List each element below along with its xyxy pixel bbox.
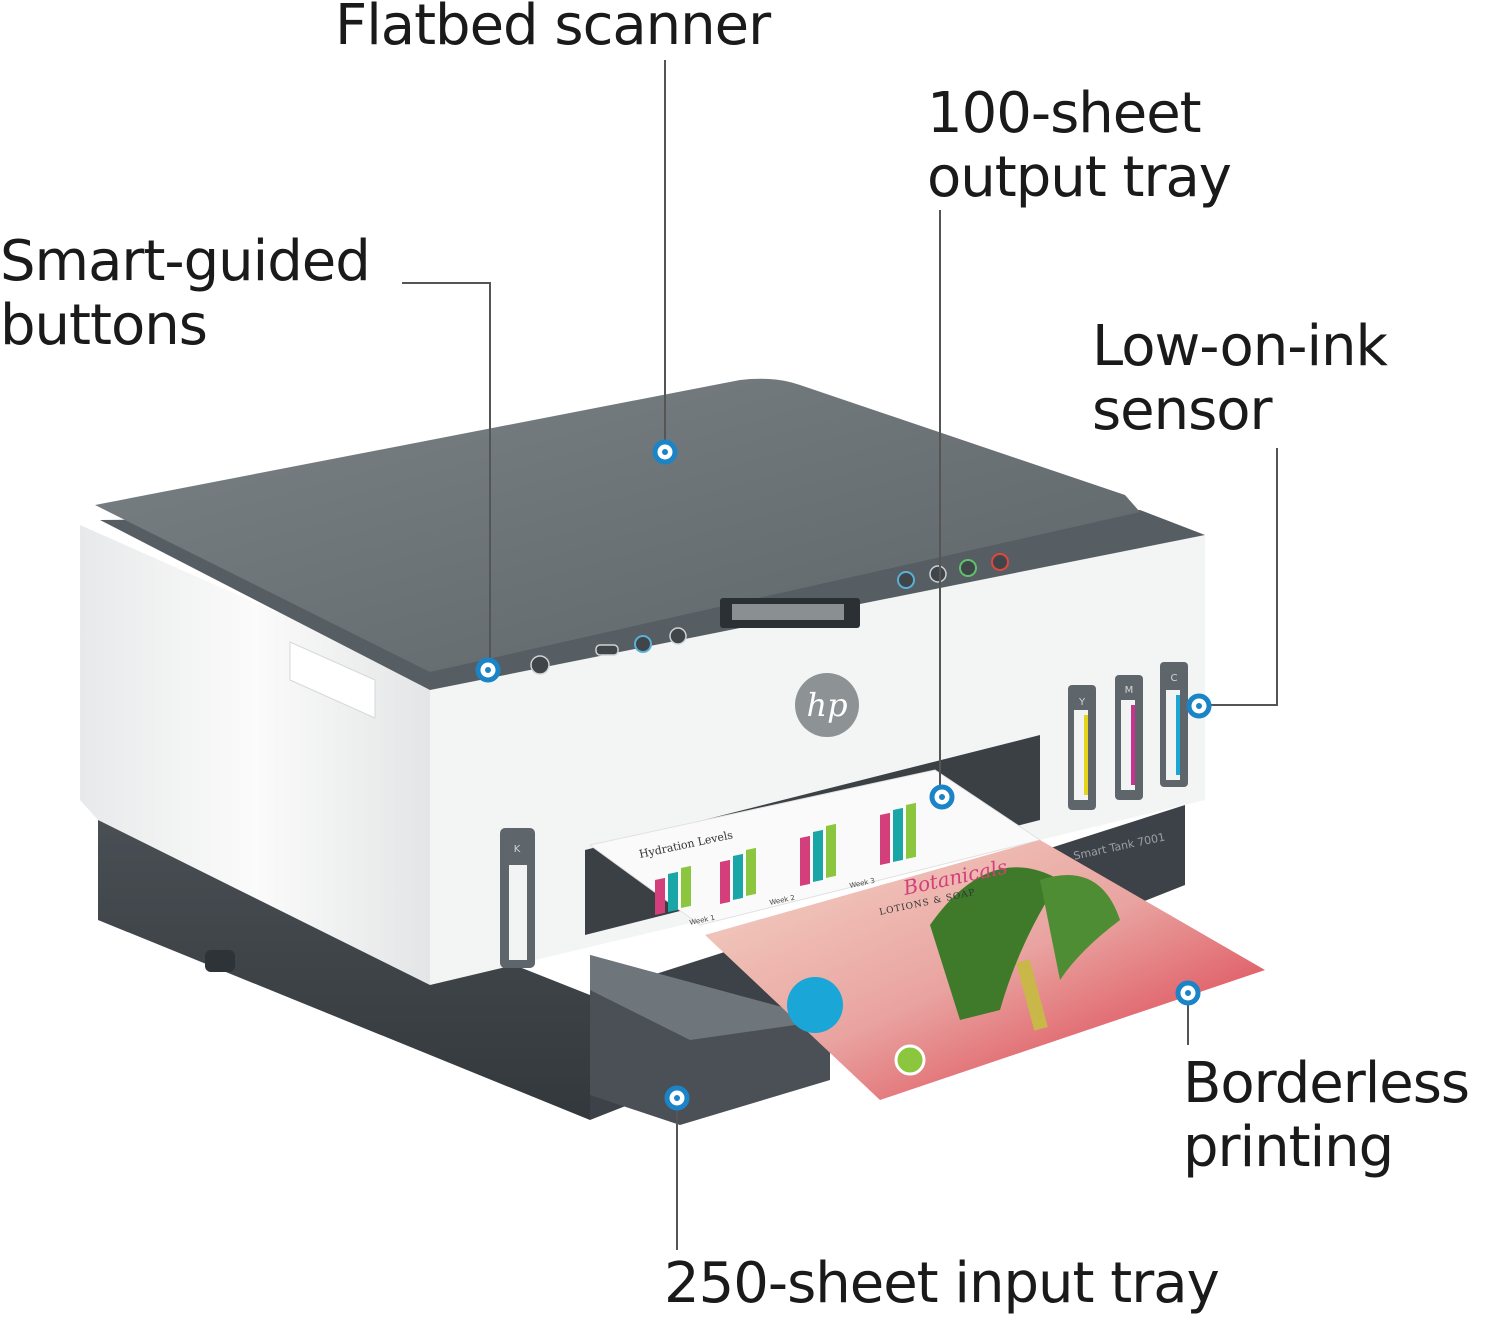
- callout-output-tray-line-1: 100-sheet: [927, 81, 1202, 146]
- marker-flatbed-dot: [662, 449, 668, 455]
- svg-text:hp: hp: [806, 686, 847, 724]
- hp-logo: hp: [795, 673, 859, 737]
- printed-chart-page: Hydration Levels Week 1 Week 2 Week 3: [588, 769, 1042, 927]
- callout-smart-guided-buttons: Smart-guided buttons: [0, 229, 371, 358]
- svg-text:M: M: [1125, 685, 1134, 696]
- callout-input-tray: 250-sheet input tray: [664, 1251, 1220, 1316]
- marker-ink-dot: [1196, 703, 1202, 709]
- callout-low-on-ink-sensor: Low-on-ink sensor: [1092, 314, 1388, 443]
- ink-tanks: Y M C K: [500, 662, 1188, 968]
- svg-text:Y: Y: [1078, 697, 1086, 708]
- callout-buttons-line-2: buttons: [0, 293, 208, 358]
- callout-output-tray: 100-sheet output tray: [927, 81, 1232, 210]
- scanner-lid: [95, 378, 1140, 672]
- borderless-photo-page: Botanicals LOTIONS & SOAP: [705, 840, 1265, 1100]
- marker-buttons-dot: [485, 667, 491, 673]
- leader-line-ink-sensor: [1200, 448, 1278, 706]
- callout-flatbed-line-1: Flatbed scanner: [335, 0, 771, 58]
- callout-borderless-line-2: printing: [1183, 1115, 1394, 1180]
- callout-flatbed-scanner: Flatbed scanner: [335, 0, 771, 58]
- callout-ink-line-1: Low-on-ink: [1092, 314, 1388, 379]
- callout-output-tray-line-2: output tray: [927, 145, 1232, 210]
- callout-input-tray-line-1: 250-sheet input tray: [664, 1251, 1220, 1316]
- printed-bar-chart: [655, 802, 916, 915]
- input-tray-body: [590, 955, 830, 1125]
- control-buttons: [530, 553, 1009, 675]
- callout-buttons-line-1: Smart-guided: [0, 229, 371, 294]
- marker-output-dot: [939, 794, 945, 800]
- marker-borderless-dot: [1185, 990, 1191, 996]
- callout-borderless-printing: Borderless printing: [1183, 1051, 1470, 1180]
- leader-line-buttons: [402, 282, 491, 668]
- printer-body-side: [80, 525, 430, 985]
- svg-text:C: C: [1171, 673, 1178, 684]
- leader-lines: [402, 60, 1278, 1250]
- marker-input-dot: [674, 1095, 680, 1101]
- callout-borderless-line-1: Borderless: [1183, 1051, 1470, 1116]
- callout-ink-line-2: sensor: [1092, 378, 1273, 443]
- svg-text:K: K: [514, 844, 521, 855]
